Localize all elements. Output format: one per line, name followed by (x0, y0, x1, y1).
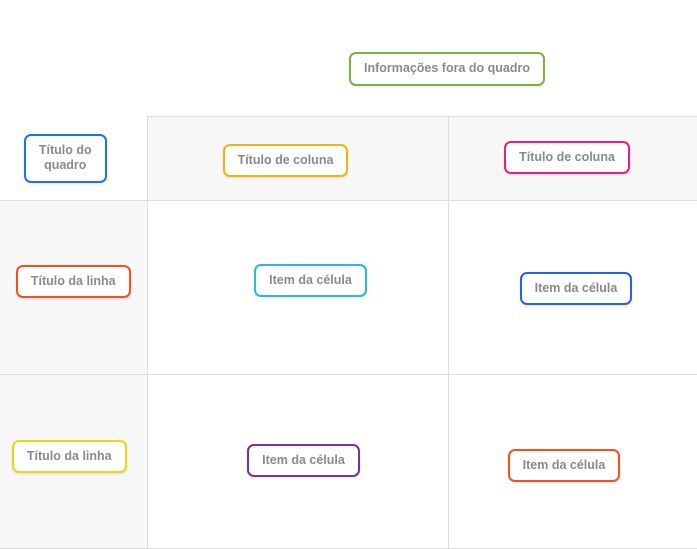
board-grid: Título do quadro Título de coluna Título… (0, 116, 697, 549)
cell-item-chip-r1c1[interactable]: Item da célula (254, 263, 367, 298)
board-corner-cell: Título do quadro (0, 116, 147, 201)
board-header-row: Título do quadro Título de coluna Título… (0, 116, 697, 201)
board-cell-r1c2[interactable]: Item da célula (447, 200, 697, 375)
cell-item-chip-r2c2[interactable]: Item da célula (507, 448, 621, 483)
board-title-chip[interactable]: Título do quadro (23, 133, 107, 183)
board-cell-r1c1[interactable]: Item da célula (146, 200, 449, 375)
board-row-2: Título da linha Item da célula Item da c… (0, 374, 697, 549)
column-header-cell-2[interactable]: Título de coluna (447, 116, 697, 201)
cell-item-chip-r1c2[interactable]: Item da célula (519, 271, 633, 306)
board-row-1: Título da linha Item da célula Item da c… (0, 200, 697, 375)
column-title-chip-1[interactable]: Título de coluna (222, 143, 349, 178)
column-title-chip-2[interactable]: Título de coluna (504, 140, 630, 175)
row-title-chip-1[interactable]: Título da linha (15, 264, 131, 299)
cell-item-chip-r2c1[interactable]: Item da célula (247, 443, 360, 478)
board-cell-r2c2[interactable]: Item da célula (447, 374, 697, 549)
row-header-cell-2[interactable]: Título da linha (0, 374, 148, 549)
row-title-chip-2[interactable]: Título da linha (11, 439, 127, 474)
column-header-cell-1[interactable]: Título de coluna (146, 116, 449, 201)
floating-note[interactable]: Informações fora do quadro (349, 52, 545, 86)
row-header-cell-1[interactable]: Título da linha (0, 200, 148, 375)
board-cell-r2c1[interactable]: Item da célula (146, 374, 449, 549)
floating-note-chip[interactable]: Informações fora do quadro (349, 52, 545, 86)
